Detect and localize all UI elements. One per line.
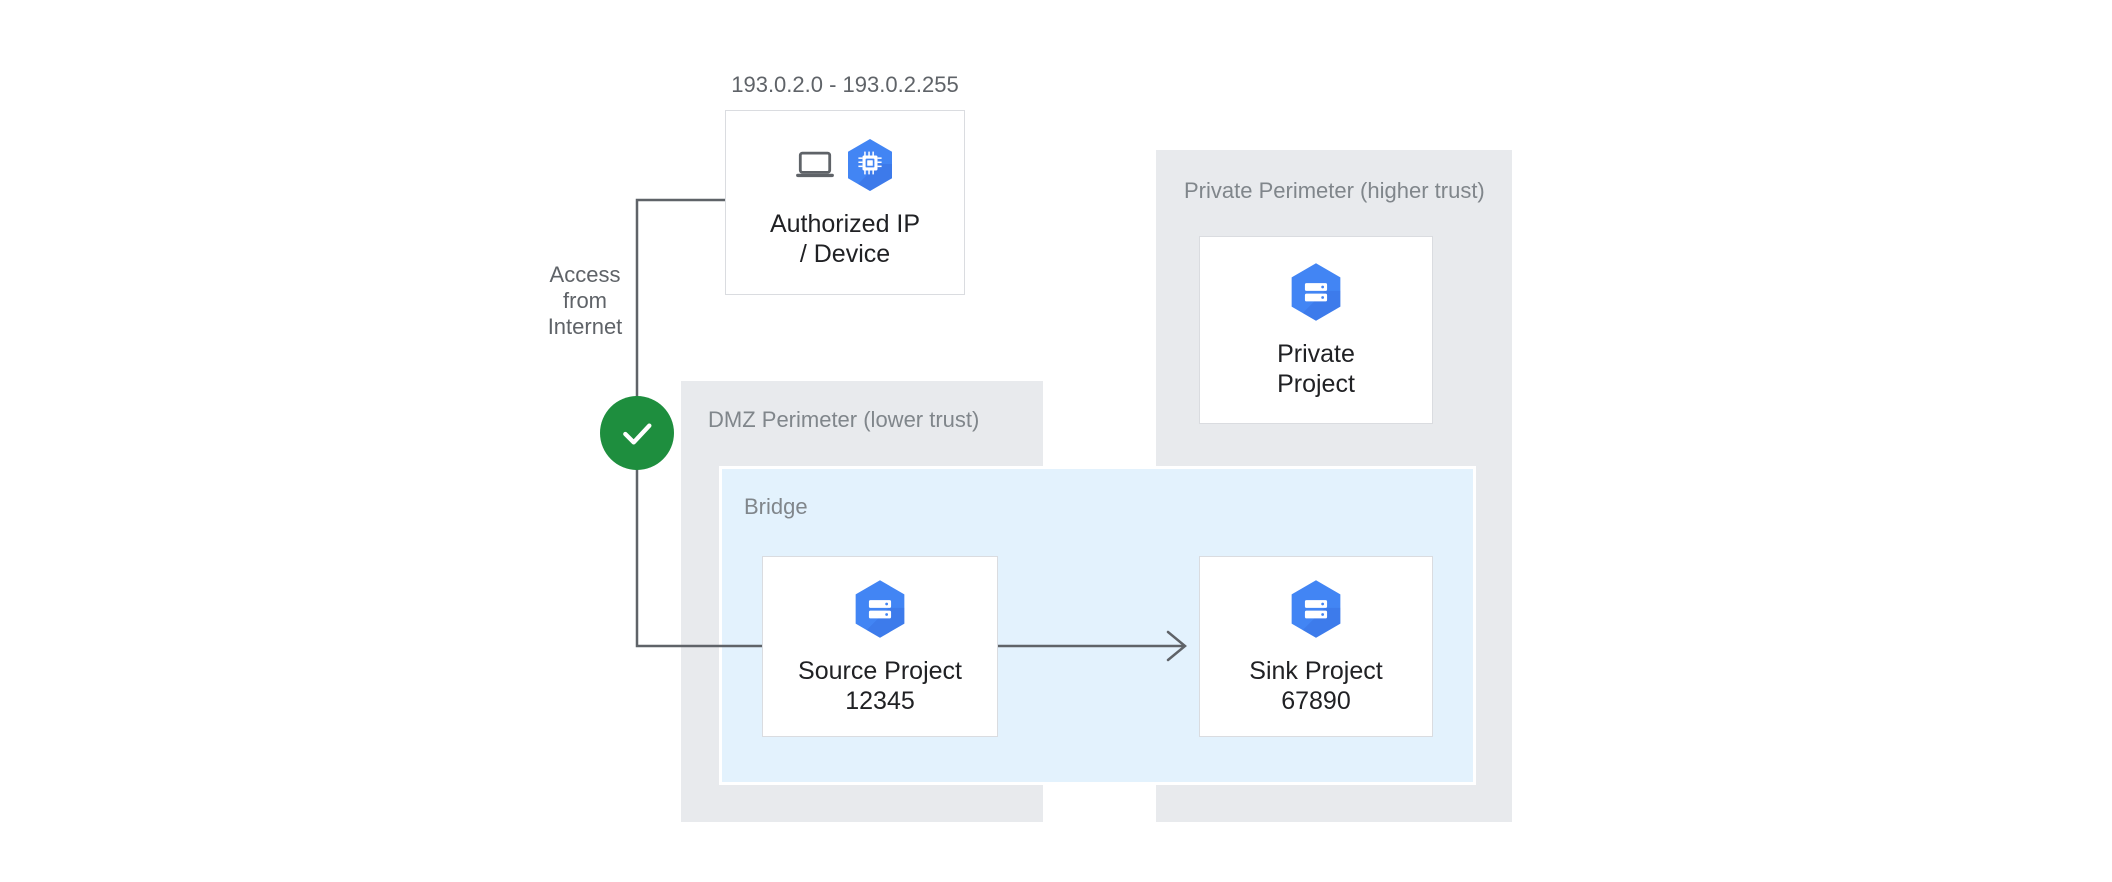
- ip-range-caption: 193.0.2.0 - 193.0.2.255: [731, 72, 959, 97]
- node-source-project-label: Source Project 12345: [798, 656, 962, 715]
- perimeter-dmz-label: DMZ Perimeter (lower trust): [708, 407, 980, 432]
- check-icon: [617, 413, 657, 453]
- node-authorized-device[interactable]: Authorized IP / Device: [725, 110, 965, 295]
- bridge-label: Bridge: [744, 494, 808, 519]
- gce-instance-icon: [844, 137, 896, 193]
- node-sink-project[interactable]: Sink Project 67890: [1199, 556, 1433, 737]
- node-source-project-icons: [851, 578, 909, 640]
- node-authorized-device-icons: [794, 137, 896, 193]
- perimeter-private-label: Private Perimeter (higher trust): [1184, 178, 1485, 203]
- node-sink-project-label: Sink Project 67890: [1249, 656, 1383, 715]
- allow-badge: [600, 396, 674, 470]
- node-private-project-label: Private Project: [1277, 340, 1355, 398]
- node-source-project[interactable]: Source Project 12345: [762, 556, 998, 737]
- project-icon: [851, 578, 909, 640]
- node-sink-project-icons: [1287, 578, 1345, 640]
- node-private-project[interactable]: Private Project: [1199, 236, 1433, 424]
- access-from-internet-label: Access from Internet: [547, 262, 623, 339]
- project-icon: [1287, 261, 1345, 323]
- node-authorized-device-label: Authorized IP / Device: [769, 209, 921, 268]
- project-icon: [1287, 578, 1345, 640]
- laptop-icon: [794, 144, 836, 186]
- node-private-project-icons: [1287, 261, 1345, 323]
